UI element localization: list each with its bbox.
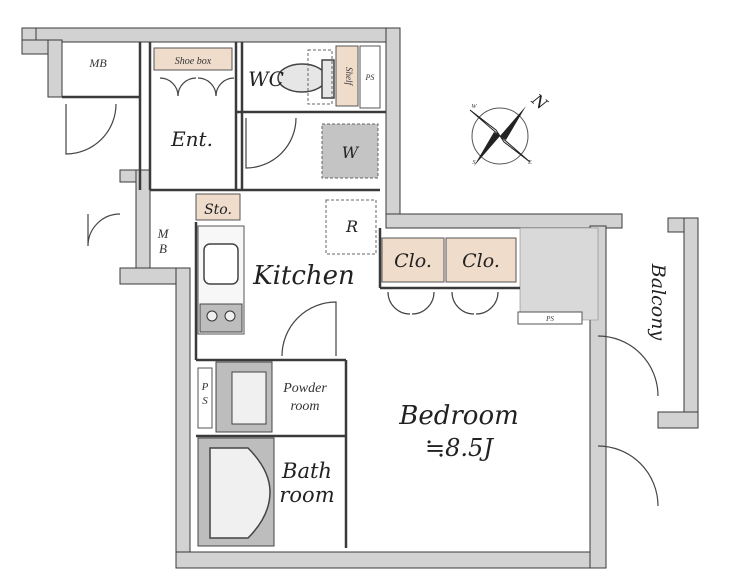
shelf-label: Shelf [344,67,354,86]
storage-label: Sto. [204,202,232,218]
door-swings [65,77,659,507]
balcony-label: Balcony [647,263,669,341]
bedroom-label: Bedroom [398,401,519,431]
washer-box [321,123,379,179]
compass-west-label: W [472,104,478,110]
refrigerator-box [325,199,377,255]
ps-mid-label: PS [545,315,554,323]
bathroom-label-2: room [279,483,334,507]
powder-room-label-1: Powder [282,381,327,396]
mb-top-label: MB [88,56,107,70]
washbasin-icon [215,361,273,433]
compass-south-label: S [473,160,476,166]
shoe-box-label: Shoe box [175,56,212,67]
mb-left-label-2: B [159,241,167,256]
compass-north-label: N [527,89,551,114]
mb-left-label-1: M [157,226,170,241]
ps-left-label-2: S [202,395,208,407]
ps-top-label: PS [365,73,375,82]
storage-units [153,45,517,283]
closet-1-label: Clo. [394,250,432,272]
kitchen-counter [197,225,245,335]
closet-2-label: Clo. [462,250,500,272]
refrigerator-label: R [345,217,358,236]
ps-left-label-1: P [201,381,209,393]
powder-room-label-2: room [290,399,319,414]
bathtub-icon [197,437,275,547]
wc-label: WC [248,67,284,91]
kitchen-label: Kitchen [252,261,355,291]
washer-label: W [342,143,360,162]
compass-east-label: E [527,160,532,166]
interior-walls [62,42,520,548]
entrance-label: Ent. [170,127,213,151]
compass-icon [469,106,531,166]
ps-boxes [197,45,583,429]
bathroom-label-1: Bath [281,459,332,483]
grey-area [519,227,599,321]
bedroom-size-label: ≒8.5J [425,434,494,462]
toilet-icon [277,49,335,105]
